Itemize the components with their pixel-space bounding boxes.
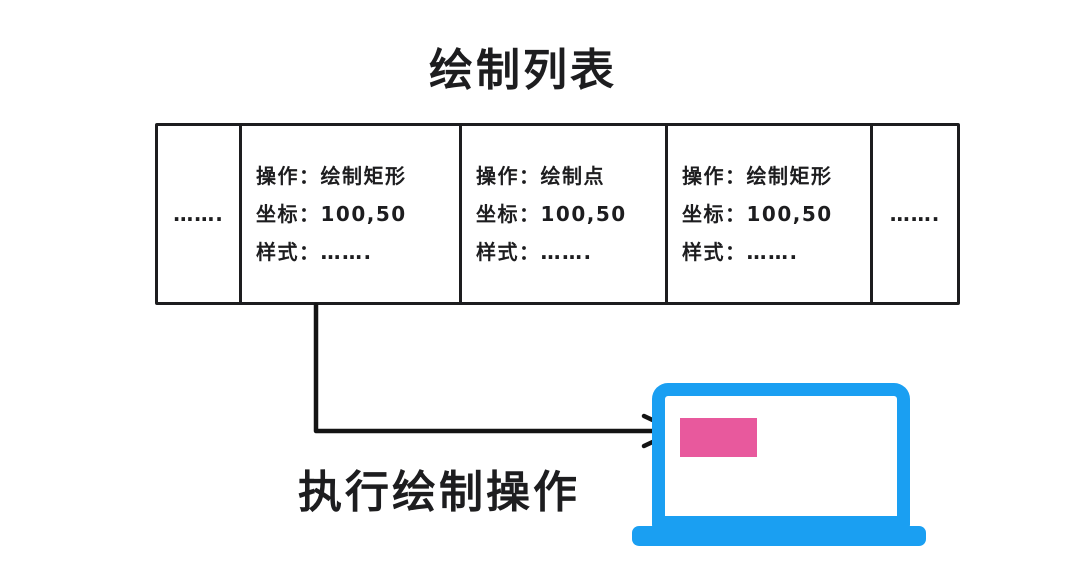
draw-list-table: ……. 操作：绘制矩形 坐标：100,50 样式：……. 操作：绘制点 坐标：1… xyxy=(155,123,960,305)
drawn-rectangle xyxy=(680,418,757,457)
list-cell-operation-3: 操作：绘制矩形 坐标：100,50 样式：……. xyxy=(668,126,873,302)
op-line-coordinate: 坐标：100,50 xyxy=(476,202,627,226)
arrow-shaft xyxy=(313,302,671,434)
action-label: 执行绘制操作 xyxy=(298,467,580,518)
op-line-coordinate: 坐标：100,50 xyxy=(682,202,833,226)
laptop-base xyxy=(632,526,926,546)
op-line-operation: 操作：绘制点 xyxy=(476,164,605,188)
list-cell-ellipsis-left: ……. xyxy=(158,126,242,302)
list-cell-operation-2: 操作：绘制点 坐标：100,50 样式：……. xyxy=(462,126,668,302)
ellipsis-text: ……. xyxy=(889,202,941,226)
op-line-style: 样式：……. xyxy=(256,240,373,264)
op-line-operation: 操作：绘制矩形 xyxy=(256,164,407,188)
ellipsis-text: ……. xyxy=(173,202,224,226)
op-line-coordinate: 坐标：100,50 xyxy=(256,202,407,226)
list-cell-ellipsis-right: ……. xyxy=(873,126,957,302)
list-cell-operation-1: 操作：绘制矩形 坐标：100,50 样式：……. xyxy=(242,126,462,302)
op-line-operation: 操作：绘制矩形 xyxy=(682,164,833,188)
op-line-style: 样式：……. xyxy=(682,240,799,264)
op-line-style: 样式：……. xyxy=(476,240,593,264)
diagram-title: 绘制列表 xyxy=(429,45,617,96)
